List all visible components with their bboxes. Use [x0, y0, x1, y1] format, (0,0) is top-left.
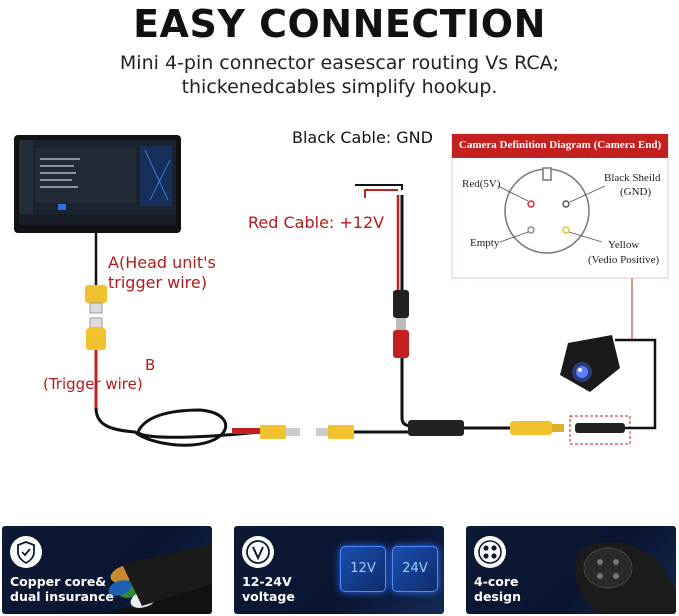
trigger-b-label-line1: B: [145, 356, 156, 374]
feature-4core-line2: design: [474, 589, 521, 604]
voltage-icon: [242, 536, 274, 568]
feature-card-4core: 4-core design: [466, 526, 676, 614]
feature-voltage-line1: 12-24V: [242, 574, 292, 589]
feature-card-voltage: 12-24V voltage 12V 24V: [234, 526, 444, 614]
pin-black-label-line2: (GND): [620, 186, 652, 198]
cable-cross-section-image: [102, 544, 212, 614]
four-dots-icon: [474, 536, 506, 568]
feature-4core-line1: 4-core: [474, 574, 519, 589]
chip-12v: 12V: [340, 546, 386, 592]
red-cable-label: Red Cable: +12V: [248, 213, 385, 232]
mini-4pin-connector: [510, 421, 552, 435]
feature-copper-line2: dual insurance: [10, 589, 114, 604]
page-title: EASY CONNECTION: [133, 2, 546, 46]
wiring-diagram: [14, 133, 669, 447]
pin-black-label-line1: Black Sheild: [604, 172, 661, 184]
pin-yellow-label-line2: (Vedio Positive): [588, 254, 660, 266]
chip-24v: 24V: [392, 546, 438, 592]
trigger-a-label-line1: A(Head unit's: [108, 253, 216, 272]
black-cable-label: Black Cable: GND: [292, 128, 433, 147]
pin-red-label: Red(5V): [462, 178, 501, 190]
rca-connector-middle: [260, 425, 354, 439]
pin-yellow-label-line1: Yellow: [608, 239, 640, 251]
feature-voltage-line2: voltage: [242, 589, 295, 604]
four-pin-connector-image: [575, 542, 676, 614]
shield-check-icon: [10, 536, 42, 568]
feature-card-copper: Copper core& dual insurance: [2, 526, 212, 614]
subtitle-line-1: Mini 4-pin connector easescar routing Vs…: [119, 52, 560, 74]
pin-empty-label: Empty: [470, 237, 500, 249]
rca-connector-a: [85, 285, 107, 350]
head-unit-screen: [14, 135, 181, 233]
trigger-b-label-line2: (Trigger wire): [43, 375, 143, 393]
junction-box: [408, 420, 464, 436]
feature-copper-line1: Copper core&: [10, 574, 107, 589]
subtitle-line-2: thickenedcables simplify hookup.: [181, 76, 498, 98]
trigger-a-label-line2: trigger wire): [108, 273, 207, 292]
backup-camera: [560, 335, 620, 392]
camera-diagram-title: Camera Definition Diagram (Camera End): [458, 139, 662, 151]
